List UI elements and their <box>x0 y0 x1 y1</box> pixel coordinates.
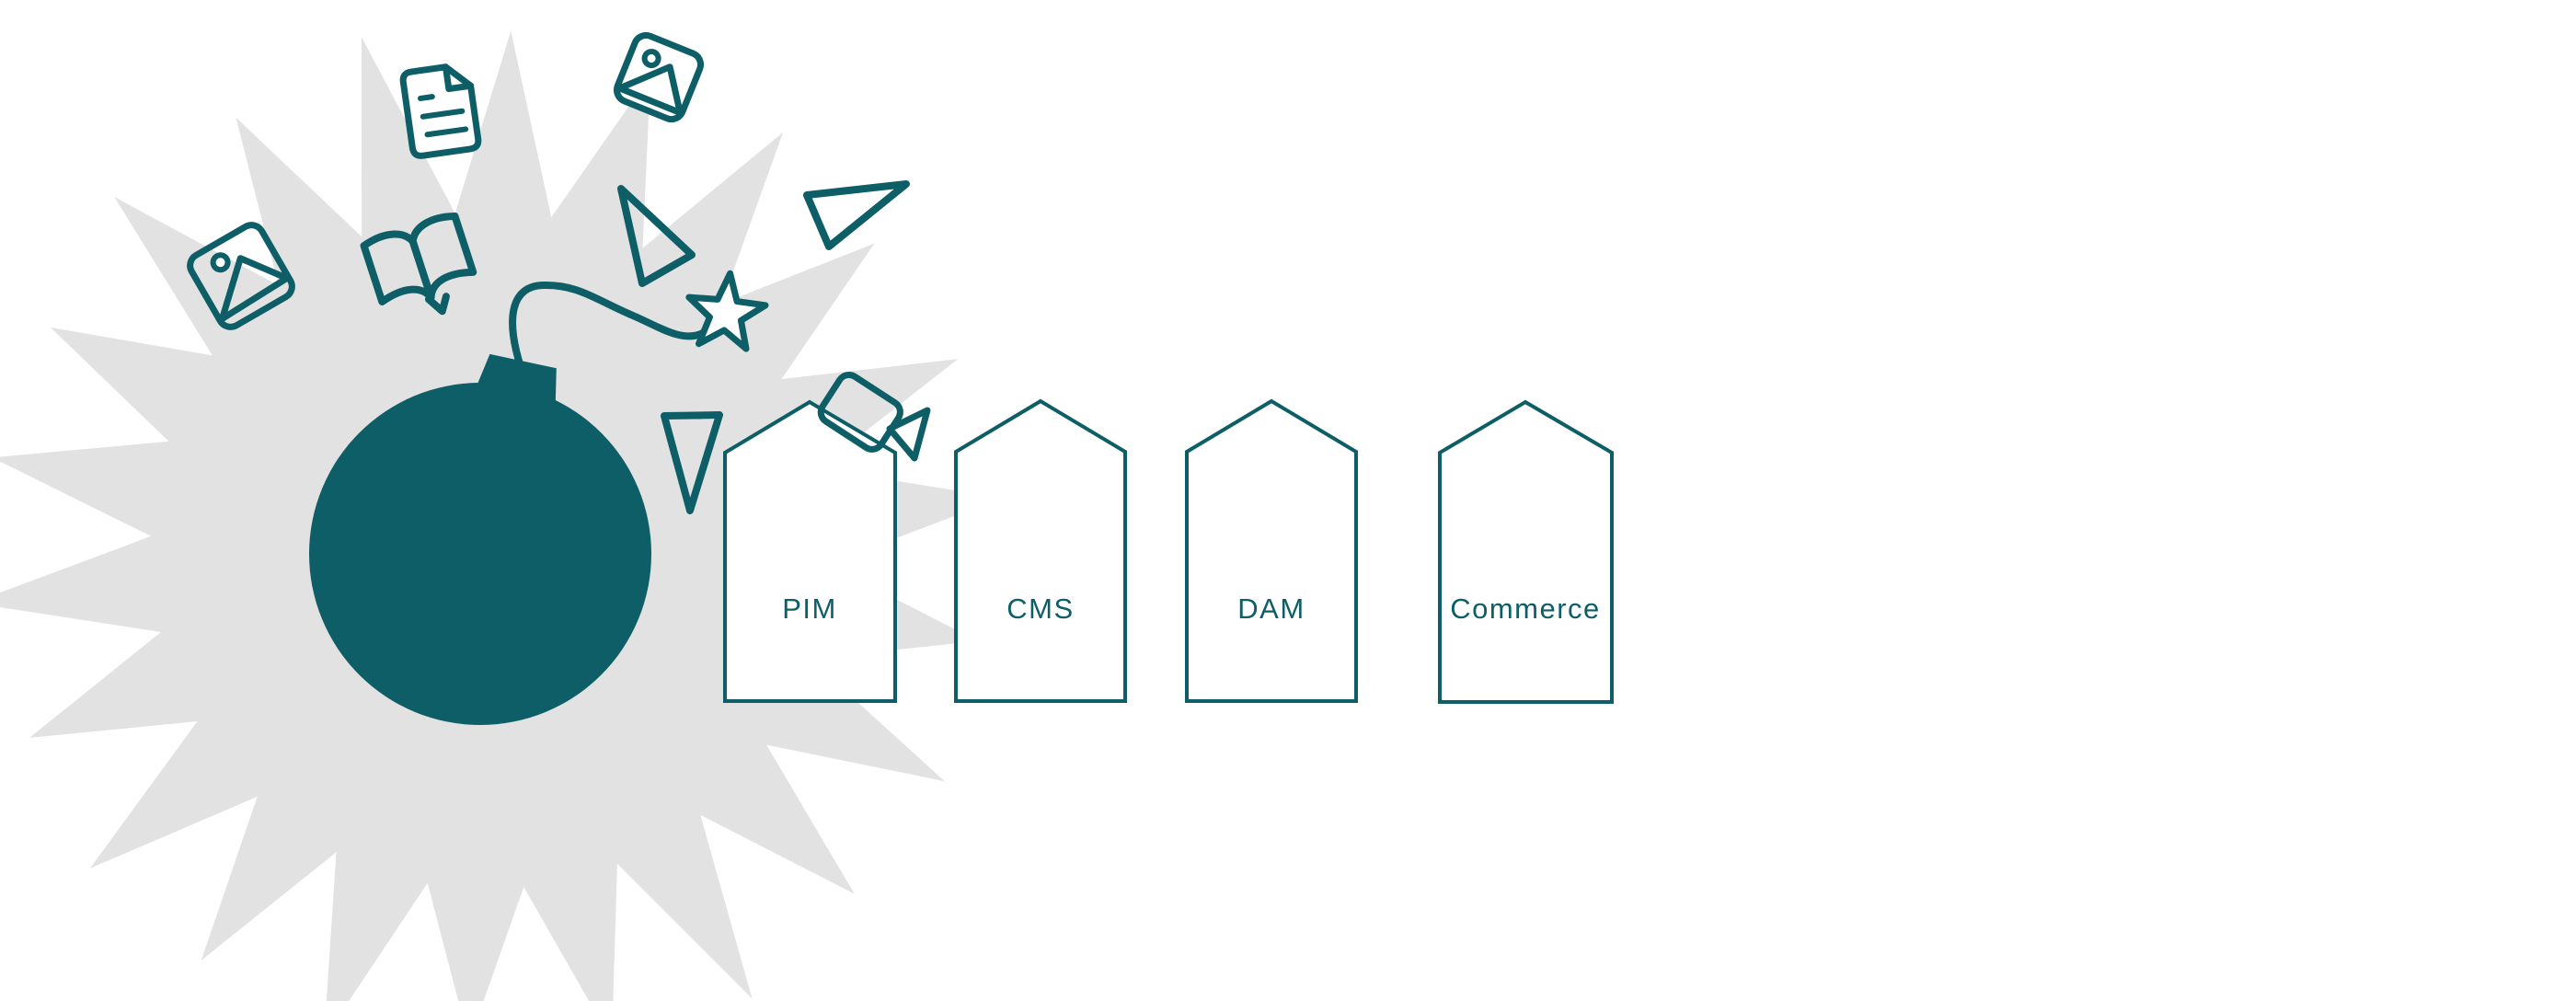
pillar-dam-label: DAM <box>1237 593 1305 625</box>
book-icon <box>360 212 477 316</box>
image-icon <box>187 222 295 330</box>
triangle-icon <box>617 185 696 287</box>
fuse-line <box>509 281 707 371</box>
pillar-cms: CMS <box>954 398 1127 703</box>
bomb-icon <box>309 353 651 725</box>
pillar-pim: PIM <box>723 399 897 703</box>
triangle-icon <box>661 411 723 514</box>
pillar-dam: DAM <box>1185 398 1358 703</box>
spark-star-icon <box>685 270 769 352</box>
pillar-cms-label: CMS <box>1006 593 1074 625</box>
pillar-commerce: Commerce <box>1438 399 1614 704</box>
image-icon <box>613 31 705 123</box>
pillar-commerce-label: Commerce <box>1450 593 1601 625</box>
pillar-pim-label: PIM <box>782 593 837 625</box>
triangle-icon <box>803 180 910 250</box>
video-camera-icon <box>817 371 931 462</box>
document-icon <box>399 63 482 159</box>
